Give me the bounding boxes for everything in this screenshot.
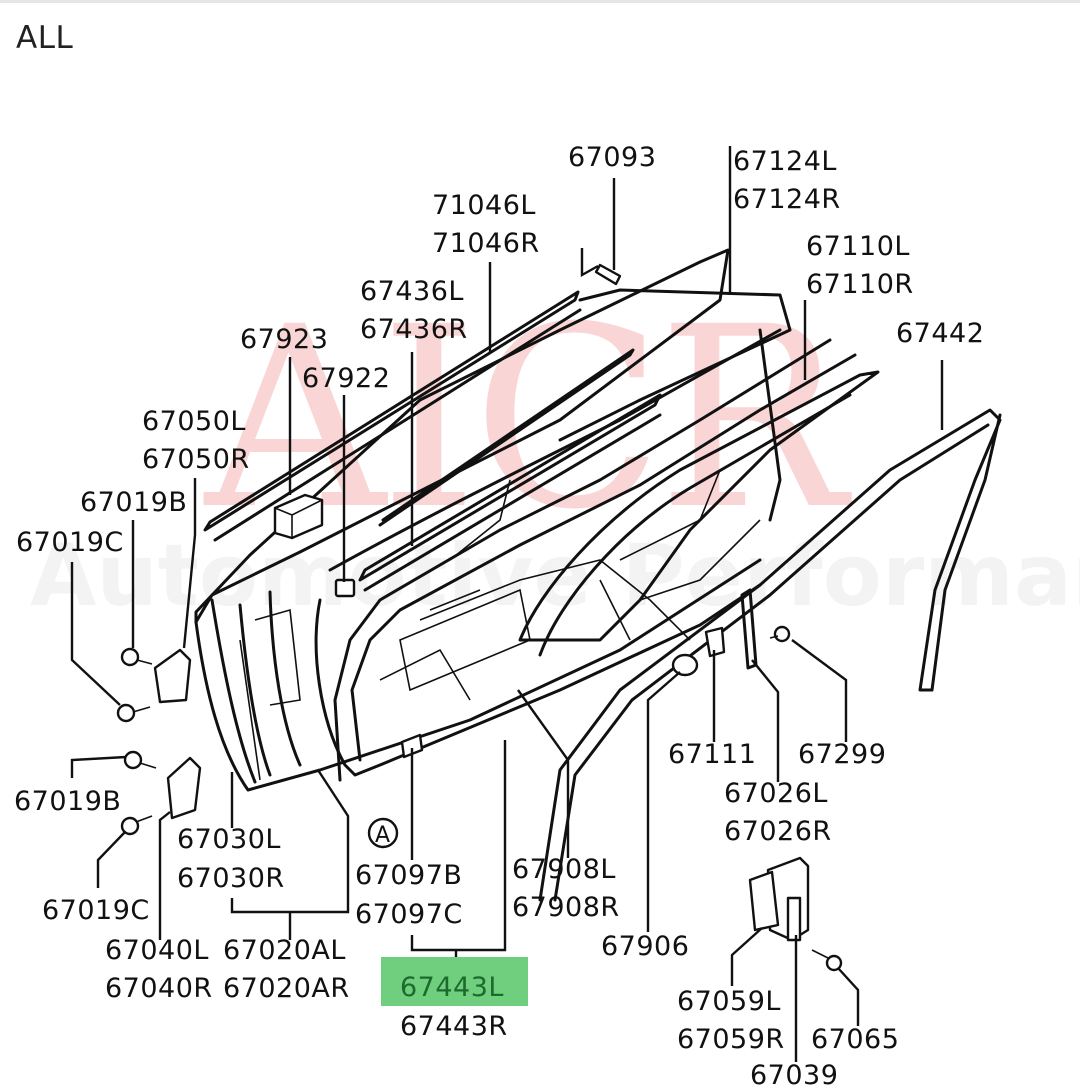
part-label-67039[interactable]: 67039	[750, 1060, 838, 1089]
part-label-67906[interactable]: 67906	[601, 931, 689, 962]
part-label-67019B-upper[interactable]: 67019B	[80, 487, 187, 518]
part-label-67050R[interactable]: 67050R	[142, 444, 250, 475]
part-label-67019C-upper[interactable]: 67019C	[16, 527, 124, 558]
part-label-67019C-lower[interactable]: 67019C	[42, 895, 150, 926]
part-label-71046R[interactable]: 71046R	[432, 228, 540, 259]
part-label-67020AR[interactable]: 67020AR	[223, 973, 350, 1004]
part-label-67908L[interactable]: 67908L	[512, 854, 616, 885]
part-label-67443L-highlighted[interactable]: 67443L	[400, 972, 504, 1003]
part-label-67097B[interactable]: 67097B	[355, 860, 462, 891]
part-label-67110L[interactable]: 67110L	[806, 231, 910, 262]
part-label-67030L[interactable]: 67030L	[177, 824, 281, 855]
part-label-67050L[interactable]: 67050L	[142, 406, 246, 437]
door-glass	[558, 288, 792, 522]
part-label-67299[interactable]: 67299	[798, 739, 886, 770]
part-label-67908R[interactable]: 67908R	[512, 892, 620, 923]
part-label-67923[interactable]: 67923	[240, 324, 328, 355]
part-label-67059L[interactable]: 67059L	[677, 986, 781, 1017]
top-divider	[0, 0, 1080, 3]
highlight-box	[381, 957, 528, 1006]
part-label-67110R[interactable]: 67110R	[806, 269, 914, 300]
part-label-67097C[interactable]: 67097C	[355, 899, 463, 930]
part-label-67020AL[interactable]: 67020AL	[223, 935, 346, 966]
callout-circle	[367, 817, 399, 849]
door-shell	[194, 248, 880, 792]
part-label-67040R[interactable]: 67040R	[105, 973, 213, 1004]
part-label-67093[interactable]: 67093	[568, 142, 656, 173]
part-label-67059R[interactable]: 67059R	[677, 1024, 785, 1055]
part-label-67026L[interactable]: 67026L	[724, 778, 828, 809]
part-label-67442[interactable]: 67442	[896, 318, 984, 349]
small-parts	[116, 263, 843, 972]
leader-lines	[70, 146, 944, 1062]
part-label-67026R[interactable]: 67026R	[724, 816, 832, 847]
part-label-67922[interactable]: 67922	[302, 363, 390, 394]
part-label-67065[interactable]: 67065	[811, 1024, 899, 1055]
belt-mouldings	[203, 290, 662, 592]
part-label-67111[interactable]: 67111	[668, 739, 756, 770]
part-label-67040L[interactable]: 67040L	[105, 935, 209, 966]
part-label-67124L[interactable]: 67124L	[733, 146, 837, 177]
part-label-67019B-lower[interactable]: 67019B	[14, 786, 121, 817]
callout-marker: A	[375, 823, 391, 848]
part-label-67436L[interactable]: 67436L	[360, 276, 464, 307]
part-label-67436R[interactable]: 67436R	[360, 314, 468, 345]
weatherstrip-67442	[538, 408, 1002, 902]
part-label-67443R[interactable]: 67443R	[400, 1011, 508, 1042]
part-label-71046L[interactable]: 71046L	[432, 190, 536, 221]
part-label-67124R[interactable]: 67124R	[733, 184, 841, 215]
part-label-67030R[interactable]: 67030R	[177, 863, 285, 894]
page-title: ALL	[16, 20, 74, 56]
part-labels: 67093 67124L 67124R 71046L 71046R 67110L…	[14, 142, 984, 1089]
